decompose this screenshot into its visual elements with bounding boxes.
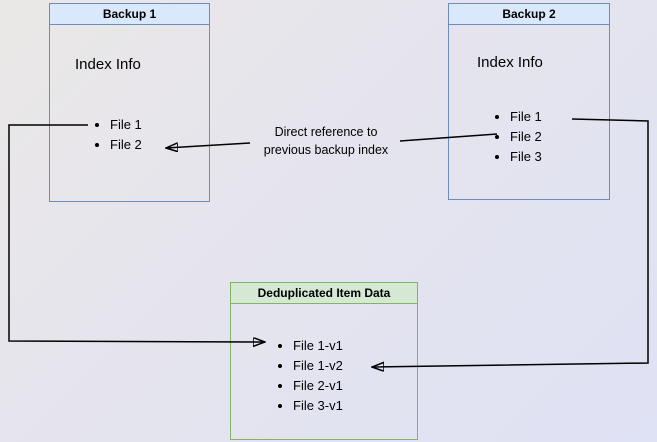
list-item: File 1 xyxy=(110,115,142,135)
list-item: File 3-v1 xyxy=(293,396,343,416)
backup2-file-list: File 1 File 2 File 3 xyxy=(492,107,542,167)
backup2-box: Backup 2 Index Info File 1 File 2 File 3 xyxy=(448,3,610,200)
backup1-box: Backup 1 Index Info File 1 File 2 xyxy=(49,3,210,202)
backup2-index-info-label: Index Info xyxy=(477,54,543,71)
list-item: File 2 xyxy=(110,135,142,155)
list-item: File 1 xyxy=(510,107,542,127)
backup1-index-info-label: Index Info xyxy=(75,56,141,73)
deduplicated-item-data-box: Deduplicated Item Data File 1-v1 File 1-… xyxy=(230,282,418,440)
annotation-line1: Direct reference to xyxy=(274,125,378,139)
list-item: File 3 xyxy=(510,147,542,167)
dedup-file-list: File 1-v1 File 1-v2 File 2-v1 File 3-v1 xyxy=(275,336,343,416)
backup1-title: Backup 1 xyxy=(50,4,209,25)
backup1-file-list: File 1 File 2 xyxy=(92,115,142,155)
direct-reference-annotation: Direct reference to previous backup inde… xyxy=(238,123,414,159)
list-item: File 1-v2 xyxy=(293,356,343,376)
list-item: File 1-v1 xyxy=(293,336,343,356)
list-item: File 2 xyxy=(510,127,542,147)
dedup-title: Deduplicated Item Data xyxy=(231,283,417,304)
backup2-title: Backup 2 xyxy=(449,4,609,25)
list-item: File 2-v1 xyxy=(293,376,343,396)
annotation-line2: previous backup index xyxy=(263,143,389,157)
